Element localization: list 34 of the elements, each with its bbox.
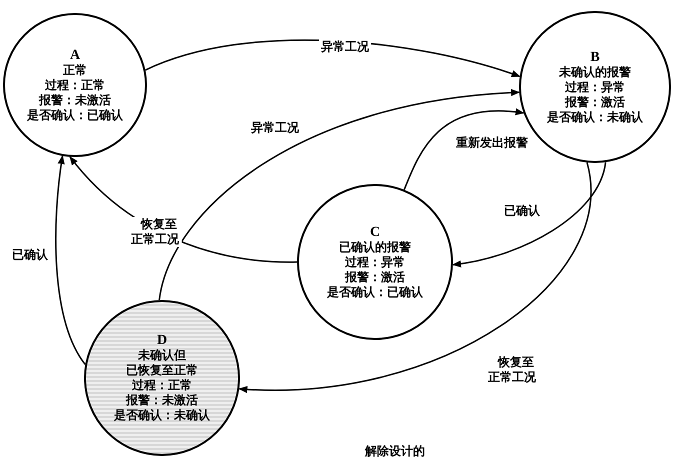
edge-label: 已确认 [502, 204, 542, 218]
transition-arrow [238, 162, 592, 393]
transition-arrow [452, 162, 606, 268]
state-text: 过程：异常 [565, 80, 625, 94]
transition-arrow [55, 155, 86, 365]
state-letter: A [70, 48, 80, 62]
state-text: 是否确认：已确认 [27, 108, 123, 122]
edge-label: 已确认 [10, 248, 50, 262]
edge-label: 异常工况 [319, 40, 371, 54]
edge-label: 异常工况 [249, 120, 301, 136]
state-text: 报警：激活 [345, 270, 405, 284]
state-text: 未确认但 [138, 348, 186, 363]
state-text: 正常 [63, 62, 87, 78]
state-letter: D [156, 333, 168, 348]
caption-fragment: 解除设计的 [365, 443, 425, 460]
edge-label: 重新发出报警 [454, 136, 530, 150]
state-text: 报警：未激活 [39, 92, 111, 108]
state-letter: B [590, 50, 600, 64]
state-letter: C [370, 224, 380, 240]
state-text: 是否确认：未确认 [547, 110, 643, 124]
edge-label: 恢复至正常工况 [128, 217, 182, 247]
state-text: 是否确认：已确认 [327, 284, 423, 300]
state-text: 未确认的报警 [559, 64, 631, 80]
state-text: 过程：正常 [132, 378, 192, 393]
state-text: 报警：未激活 [126, 393, 198, 408]
transition-arrow [158, 89, 520, 300]
edge-label: 恢复至正常工况 [484, 355, 540, 385]
state-text: 过程：异常 [345, 254, 405, 270]
state-text: 过程：正常 [45, 78, 105, 92]
state-text: 报警：激活 [565, 94, 625, 110]
transition-arrow [404, 108, 524, 190]
state-text: 已恢复至正常 [126, 363, 198, 378]
state-text: 已确认的报警 [339, 240, 411, 254]
state-text: 是否确认：未确认 [114, 408, 210, 423]
